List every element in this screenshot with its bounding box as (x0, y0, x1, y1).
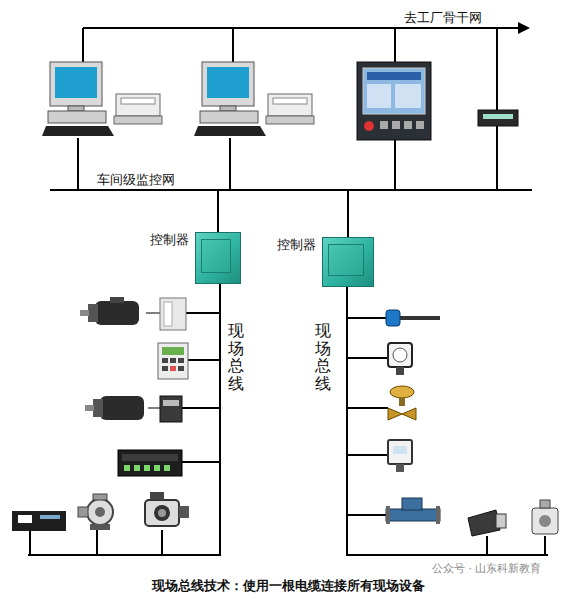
keypad-device (158, 343, 188, 379)
workshop-bus (50, 126, 532, 190)
controller-face (328, 244, 364, 276)
control-valve (388, 386, 416, 420)
field-bus-line (28, 283, 221, 556)
field-device (532, 500, 558, 534)
controller-box: 控制器 (322, 237, 374, 287)
temperature-sensor (386, 310, 440, 326)
io-module (118, 450, 182, 476)
watermark: 公众号 · 山东科新教育 (432, 562, 542, 575)
motor-drive (80, 297, 186, 330)
controller-box: 控制器 (195, 232, 241, 284)
transmitter (388, 440, 412, 472)
backbone-line (83, 28, 522, 110)
motor-drive (85, 396, 182, 422)
controller-label: 控制器 (150, 231, 189, 249)
bus-label: 现场总线 (228, 322, 244, 392)
controller-label: 控制器 (277, 236, 316, 254)
backbone-arrowhead (518, 22, 530, 34)
pump-icon (78, 494, 113, 530)
bus-label: 现场总线 (315, 322, 331, 392)
field-bus-line (346, 286, 548, 556)
camera-icon (468, 510, 506, 536)
bus-connector (218, 190, 348, 237)
network-switch (478, 110, 518, 126)
flow-meter (386, 498, 440, 524)
workstation-icon (42, 62, 162, 136)
field-device (12, 511, 66, 531)
operator-panel (357, 62, 431, 140)
camera-icon (145, 492, 189, 526)
pressure-gauge (388, 343, 412, 375)
controller-face (201, 239, 231, 273)
backbone-label: 去工厂骨干网 (404, 10, 482, 26)
caption: 现场总线技术：使用一根电缆连接所有现场设备 (0, 577, 577, 595)
network-label: 车间级监控网 (97, 172, 175, 188)
workstation-icon (194, 62, 314, 136)
